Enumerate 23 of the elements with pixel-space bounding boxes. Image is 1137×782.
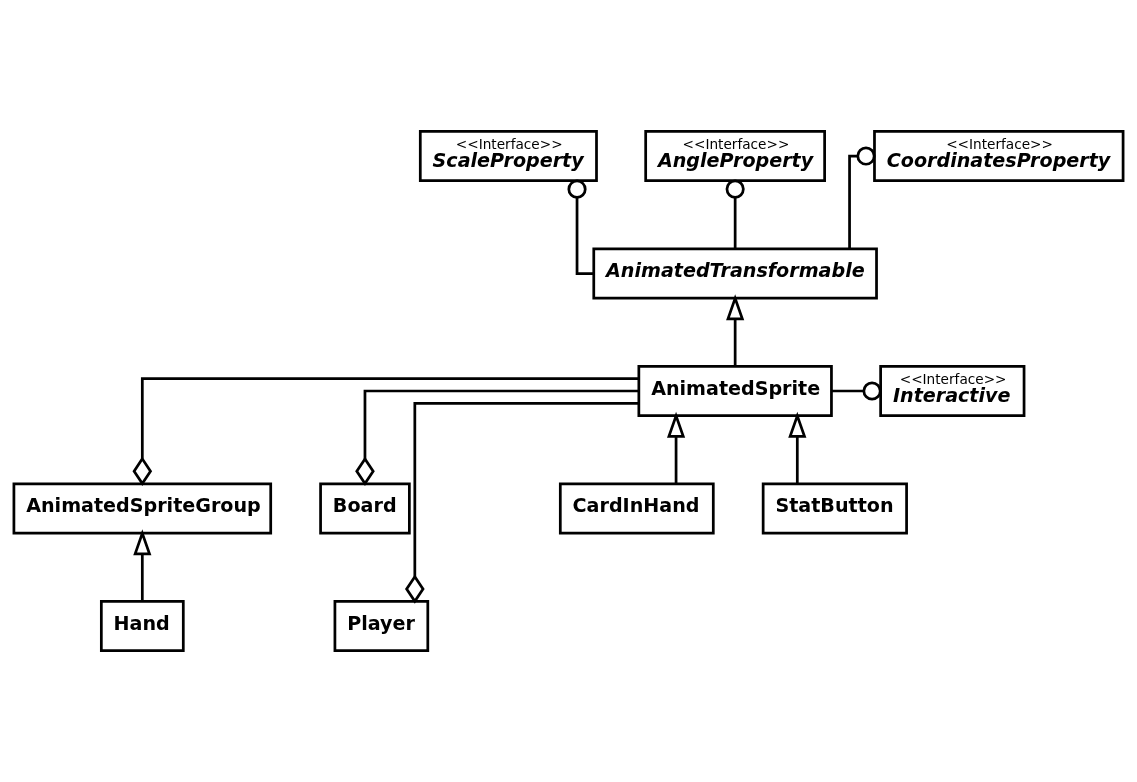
arrow xyxy=(133,529,152,602)
node-box: <<Interface>> AngleProperty xyxy=(644,130,826,182)
node-box: AnimatedSprite xyxy=(637,365,833,417)
node-box: <<Interface>> Interactive xyxy=(879,365,1026,417)
node-box: CardInHand xyxy=(558,482,715,535)
arrow xyxy=(666,411,686,484)
connector xyxy=(405,401,639,604)
connector xyxy=(848,146,876,249)
node-box: Hand xyxy=(99,600,185,652)
node-box: Board xyxy=(319,482,411,535)
connector xyxy=(725,179,745,249)
node-box: AnimatedTransformable xyxy=(592,247,878,300)
node-box: StatButton xyxy=(761,482,908,535)
arrow xyxy=(726,294,745,367)
connector xyxy=(355,389,639,487)
connector xyxy=(132,377,639,486)
connector xyxy=(831,381,882,401)
arrow xyxy=(788,411,807,484)
node-box: <<Interface>> CoordinatesProperty xyxy=(873,130,1125,182)
node-box: AnimatedSpriteGroup xyxy=(12,482,273,535)
connector xyxy=(567,179,594,275)
node-box: <<Interface>> ScaleProperty xyxy=(418,130,598,182)
node-box: Player xyxy=(333,600,430,652)
